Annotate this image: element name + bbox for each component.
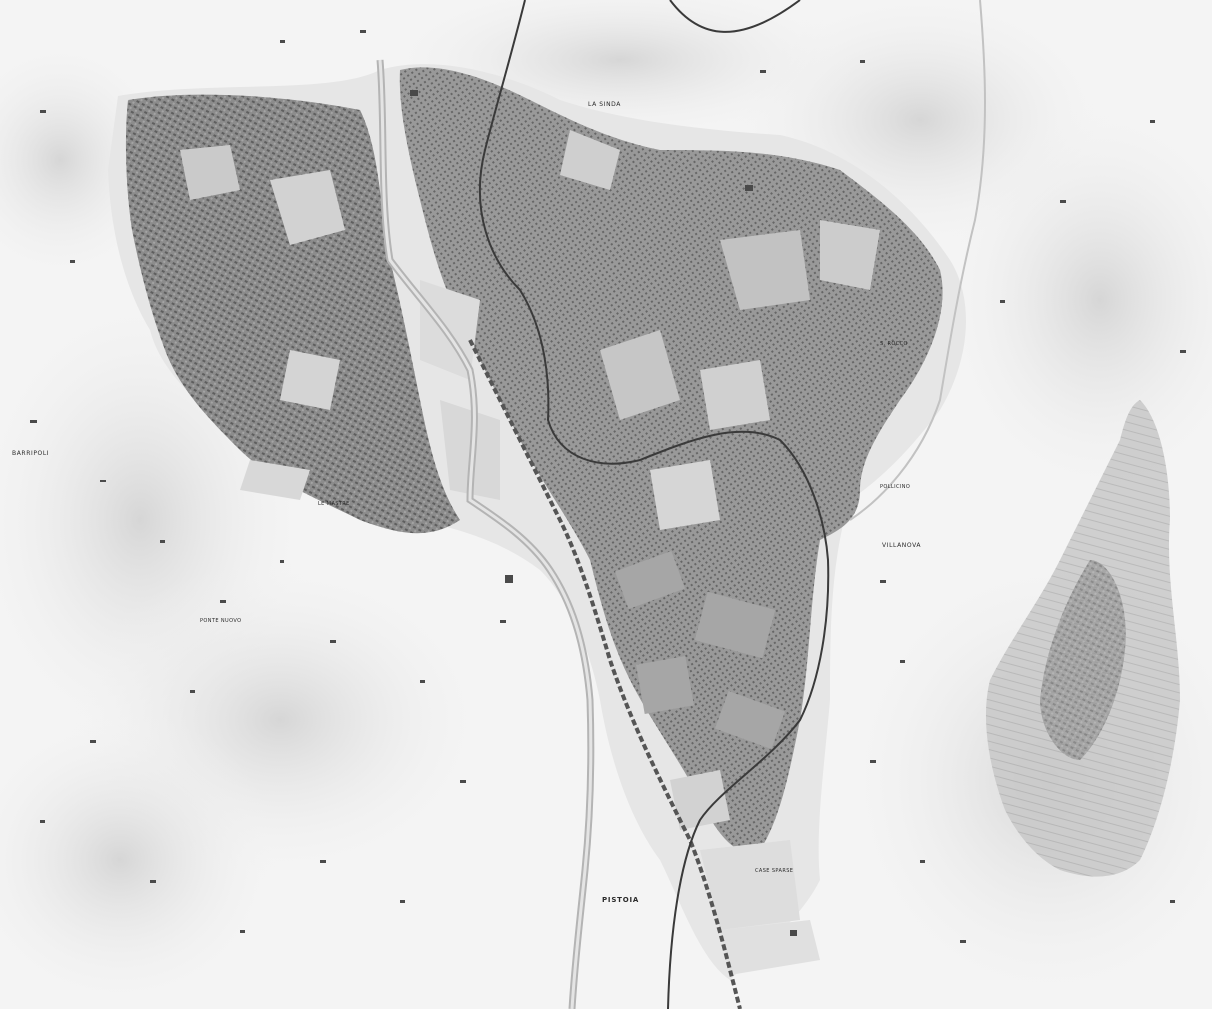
- urban-area-east-core: [1040, 560, 1126, 760]
- stream-east: [849, 0, 986, 521]
- label-barripoli: BARRIPOLI: [12, 450, 49, 457]
- label-case-sparse: CASE SPARSE: [755, 868, 793, 874]
- urban-area-west: [125, 94, 461, 534]
- label-le-mastre: LE MASTRE: [318, 501, 350, 507]
- label-la-sinda: LA SINDA: [588, 101, 621, 108]
- label-pistoia: PISTOIA: [602, 896, 639, 904]
- southern-blocks: [614, 550, 786, 750]
- railway-northeast: [669, 0, 801, 33]
- label-ponte-nuovo: PONTE NUOVO: [200, 618, 241, 624]
- label-san-rocco: S. ROCCO: [880, 341, 908, 347]
- open-fields: [180, 130, 880, 975]
- scattered-buildings: [30, 30, 1186, 943]
- place-labels: LA SINDA BARRIPOLI VILLANOVA PISTOIA POL…: [12, 101, 921, 904]
- railway-north: [478, 0, 830, 1009]
- label-pollicino: POLLICINO: [880, 484, 910, 490]
- label-villanova: VILLANOVA: [882, 542, 921, 549]
- river-inner: [378, 59, 593, 1009]
- main-road: [468, 339, 742, 1009]
- urban-area-central: [399, 67, 943, 853]
